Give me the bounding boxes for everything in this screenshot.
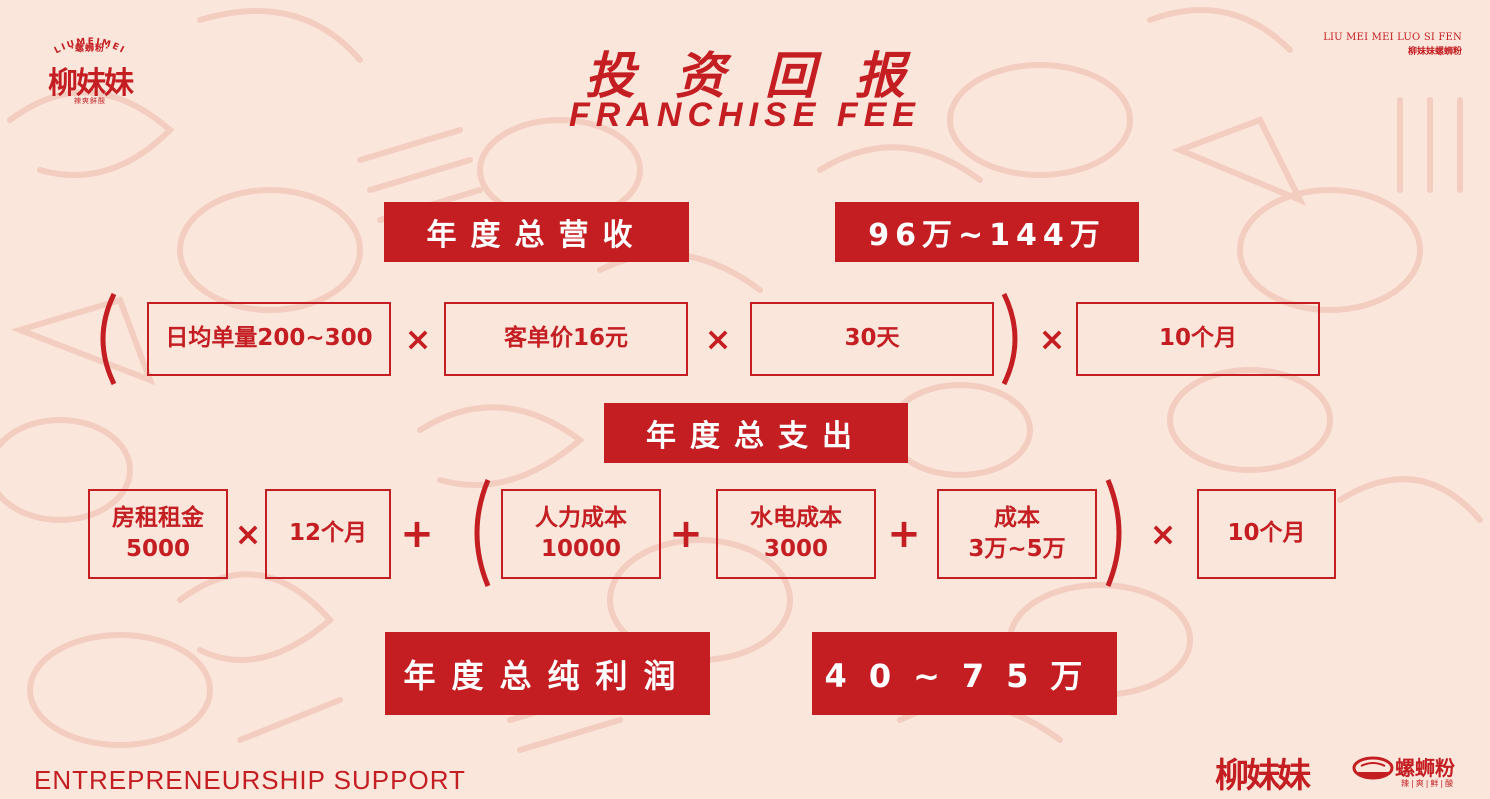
right-paren — [1001, 292, 1018, 386]
footer-logo: 柳妹妹 螺蛳粉 辣|爽|鲜|酸 — [1215, 748, 1475, 796]
footer-logo-tagline: 辣|爽|鲜|酸 — [1401, 779, 1456, 788]
rent-label: 房租租金 — [112, 504, 204, 531]
revenue-value: 96万~144万 — [835, 202, 1139, 262]
labor-cost-value: 10000 — [540, 536, 622, 562]
times-operator: × — [1149, 515, 1177, 553]
daily-orders-box: 日均单量200~300 — [147, 302, 391, 376]
brand-corner-cn: 柳妹妹螺蛳粉 — [1407, 47, 1462, 57]
right-paren — [1105, 479, 1122, 587]
rent-months-box: 12个月 — [265, 489, 391, 579]
material-cost-label: 成本 — [994, 504, 1040, 531]
expense-months-box: 10个月 — [1197, 489, 1336, 579]
brand-corner-text: LIU MEI MEI LUO SI FEN 柳妹妹螺蛳粉 — [1323, 32, 1462, 57]
plus-operator: + — [887, 511, 921, 557]
page-title: 投资回报 — [585, 47, 945, 105]
utility-cost-box: 水电成本 3000 — [716, 489, 876, 579]
labor-cost-label: 人力成本 — [535, 504, 627, 531]
brand-logo: LIUMEIMEI ·螺蛳粉· 柳妹妹 辣爽鲜酸 — [30, 32, 150, 112]
revenue-months-text: 10个月 — [1158, 325, 1237, 352]
profit-label: 年度总纯利润 — [385, 632, 710, 715]
plus-operator: + — [669, 511, 703, 557]
profit-value: 40~75万 — [812, 632, 1117, 715]
times-operator: × — [704, 320, 732, 358]
utility-cost-label: 水电成本 — [750, 504, 842, 531]
days-text: 30天 — [844, 325, 900, 352]
expense-months-text: 10个月 — [1227, 520, 1306, 547]
page-subtitle: FRANCHISE FEE — [569, 96, 921, 134]
footer-logo-name: 柳妹妹 — [1215, 756, 1311, 796]
rent-value: 5000 — [125, 536, 190, 562]
left-paren — [100, 292, 117, 386]
times-operator: × — [1038, 320, 1066, 358]
footer-logo-product: 螺蛳粉 — [1395, 756, 1455, 780]
expense-label: 年度总支出 — [604, 403, 908, 463]
material-cost-box: 成本 3万~5万 — [937, 489, 1097, 579]
logo-arc-text: LIUMEIMEI — [53, 37, 125, 57]
unit-price-box: 客单价16元 — [444, 302, 688, 376]
logo-tagline: 辣爽鲜酸 — [74, 97, 106, 105]
daily-orders-text: 日均单量200~300 — [165, 325, 373, 352]
plus-operator: + — [400, 511, 434, 557]
logo-name: 柳妹妹 — [48, 66, 134, 101]
labor-cost-box: 人力成本 10000 — [501, 489, 661, 579]
unit-price-text: 客单价16元 — [503, 325, 628, 352]
left-paren — [474, 479, 491, 587]
times-operator: × — [234, 515, 262, 553]
footer-text: ENTREPRENEURSHIP SUPPORT — [34, 765, 466, 795]
rent-months-text: 12个月 — [288, 520, 367, 547]
days-box: 30天 — [750, 302, 994, 376]
times-operator: × — [404, 320, 432, 358]
rent-box: 房租租金 5000 — [88, 489, 228, 579]
bowl-icon — [1352, 756, 1394, 780]
utility-cost-value: 3000 — [763, 536, 828, 562]
material-cost-value: 3万~5万 — [968, 536, 1066, 562]
logo-subtitle: ·螺蛳粉· — [70, 44, 110, 54]
brand-corner-en: LIU MEI MEI LUO SI FEN — [1323, 32, 1462, 43]
revenue-months-box: 10个月 — [1076, 302, 1320, 376]
revenue-label: 年度总营收 — [384, 202, 689, 262]
